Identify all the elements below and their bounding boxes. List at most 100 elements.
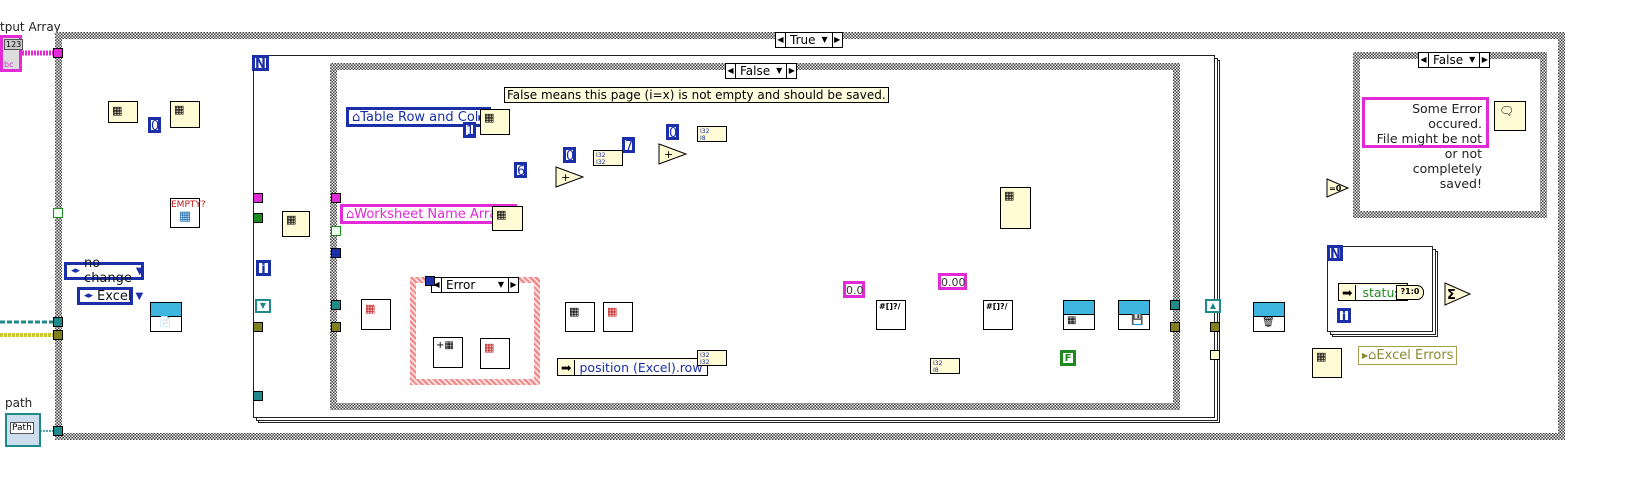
path-label: path bbox=[5, 396, 33, 410]
global-excel-errors[interactable]: ▶⌂Excel Errors bbox=[1358, 346, 1458, 365]
equal-zero-node[interactable]: =0 bbox=[1326, 178, 1352, 198]
prev-case-icon[interactable]: ◀ bbox=[432, 278, 442, 292]
format-cell-node[interactable]: #[]?/ bbox=[983, 300, 1013, 330]
build-array-node[interactable]: ▦ bbox=[1312, 348, 1342, 378]
for-loop[interactable] bbox=[253, 55, 1215, 418]
error-case-selector[interactable]: ◀ Error▼ ▶ bbox=[431, 277, 519, 293]
constant-float[interactable]: 0.00 bbox=[938, 273, 967, 290]
indexing-tunnel bbox=[1210, 350, 1220, 360]
constant-one[interactable]: 1 bbox=[463, 122, 476, 139]
select-worksheet-node[interactable]: ▦ bbox=[480, 338, 510, 369]
tunnel bbox=[53, 426, 63, 436]
get-position-node[interactable]: ▦ bbox=[603, 302, 633, 332]
next-case-icon[interactable]: ▶ bbox=[508, 278, 518, 292]
tunnel bbox=[253, 193, 263, 203]
tunnel bbox=[331, 322, 341, 332]
outer-case-selector[interactable]: ◀ True▼ ▶ bbox=[775, 32, 843, 48]
status-for-loop[interactable] bbox=[1327, 246, 1433, 332]
global-table-row-and-col[interactable]: ⌂Table Row and Col▶ bbox=[346, 107, 491, 127]
index-array-node[interactable]: ▦ bbox=[282, 211, 310, 237]
dropdown-icon[interactable]: ▼ bbox=[1469, 55, 1476, 64]
path-control-terminal[interactable]: Path bbox=[5, 413, 41, 447]
add-node[interactable]: + bbox=[658, 143, 688, 165]
output-array-terminal[interactable]: 123 bc bbox=[0, 35, 24, 72]
dropdown-icon[interactable]: ▼ bbox=[135, 290, 144, 302]
prev-case-icon[interactable]: ◀ bbox=[776, 33, 786, 47]
bool-to-int-node[interactable]: ?1:0 bbox=[1396, 285, 1424, 300]
increment-icon: ◂▸ bbox=[71, 266, 81, 276]
table-icon: ▦ bbox=[607, 305, 618, 318]
constant-false[interactable]: F bbox=[1060, 350, 1076, 366]
ring-excel[interactable]: ◂▸Excel▼ bbox=[77, 287, 143, 305]
sum-array-node[interactable]: Σ bbox=[1444, 282, 1472, 306]
open-report-node[interactable]: 📄 bbox=[150, 302, 182, 332]
next-case-icon[interactable]: ▶ bbox=[1479, 53, 1489, 67]
svg-text:+: + bbox=[561, 171, 570, 184]
dropdown-icon[interactable]: ▼ bbox=[497, 280, 504, 289]
case-selector-terminal bbox=[425, 276, 435, 286]
array-icon: ▦ bbox=[496, 208, 507, 221]
inner-case-selector[interactable]: ◀ False▼ ▶ bbox=[725, 63, 798, 79]
one-button-dialog-node[interactable]: 🗨 bbox=[1494, 101, 1526, 131]
build-array-node[interactable]: ▦ bbox=[1000, 187, 1031, 229]
dispose-report-node[interactable]: 🗑 bbox=[1253, 302, 1285, 332]
loop-index-terminal: i bbox=[256, 260, 271, 277]
prev-case-icon[interactable]: ◀ bbox=[726, 64, 736, 78]
error-message-constant[interactable]: Some Error occured. File might be not or… bbox=[1362, 97, 1489, 191]
array-icon: ▦ bbox=[1004, 189, 1015, 202]
increment-icon: ◂▸ bbox=[84, 291, 94, 301]
format-cell-node[interactable]: #[]?/ bbox=[876, 300, 906, 330]
global-worksheet-name-array[interactable]: ⌂Worksheet Name Array▶ bbox=[340, 204, 518, 224]
house-icon: ⌂ bbox=[346, 206, 355, 222]
constant-zero[interactable]: 0 bbox=[563, 147, 576, 164]
message-case-selector[interactable]: ◀ False▼ ▶ bbox=[1418, 52, 1491, 68]
index-array-node[interactable]: ▦ bbox=[492, 206, 523, 231]
unbundle-position-row[interactable]: ➡ position (Excel).row bbox=[557, 358, 708, 376]
case-selector-terminal bbox=[53, 208, 63, 218]
constant-seven[interactable]: 7 bbox=[622, 137, 635, 154]
tunnel bbox=[53, 48, 63, 58]
index-array-node[interactable]: ▦ bbox=[480, 109, 510, 135]
array-size-node[interactable]: ▦ bbox=[108, 101, 138, 123]
add-node[interactable]: + bbox=[555, 166, 585, 188]
empty-check-node[interactable]: EMPTY? ▦ bbox=[170, 198, 206, 228]
dropdown-icon[interactable]: ▼ bbox=[135, 265, 144, 277]
add-worksheet-node[interactable]: +▦ bbox=[433, 337, 463, 368]
unbundle-status[interactable]: ➡ status bbox=[1338, 283, 1408, 301]
dropdown-icon[interactable]: ▼ bbox=[776, 66, 783, 75]
prev-case-icon[interactable]: ◀ bbox=[1419, 53, 1429, 67]
sheets-icon: ▦ bbox=[365, 302, 376, 315]
case-selector-terminal bbox=[331, 226, 341, 236]
next-case-icon[interactable]: ▶ bbox=[831, 33, 842, 47]
constant-float[interactable]: 0.0 bbox=[843, 281, 865, 298]
constant-zero[interactable]: 0 bbox=[148, 117, 161, 134]
ring-no-change[interactable]: ◂▸no change▼ bbox=[64, 256, 144, 286]
tunnel bbox=[331, 300, 341, 310]
rename-worksheet-node[interactable]: ▦ bbox=[565, 302, 595, 332]
save-icon: 💾 bbox=[1131, 315, 1144, 326]
shift-register-left[interactable]: ▼ bbox=[255, 299, 271, 313]
tunnel bbox=[1210, 322, 1220, 332]
index-array-node[interactable]: ▦ bbox=[170, 101, 200, 128]
svg-text:Σ: Σ bbox=[1447, 288, 1456, 303]
trash-icon: 🗑 bbox=[1262, 317, 1275, 328]
next-case-icon[interactable]: ▶ bbox=[786, 64, 796, 78]
tunnel bbox=[53, 330, 63, 340]
constant-six[interactable]: 6 bbox=[514, 162, 527, 179]
error-case-structure[interactable] bbox=[410, 277, 540, 385]
save-report-node[interactable]: 💾 bbox=[1118, 300, 1150, 330]
arrow-icon: ➡ bbox=[558, 359, 576, 375]
tunnel bbox=[1170, 322, 1180, 332]
tunnel bbox=[253, 391, 263, 401]
loop-count-terminal: N bbox=[1327, 245, 1343, 262]
dropdown-icon[interactable]: ▼ bbox=[821, 35, 828, 44]
shift-register-right[interactable]: ▲ bbox=[1205, 299, 1221, 313]
table-icon: ▦ bbox=[178, 209, 192, 224]
worksheet-node[interactable]: ▦ bbox=[361, 299, 391, 330]
constant-zero[interactable]: 0 bbox=[666, 124, 679, 141]
append-table-node[interactable]: ▦ bbox=[1063, 300, 1095, 330]
